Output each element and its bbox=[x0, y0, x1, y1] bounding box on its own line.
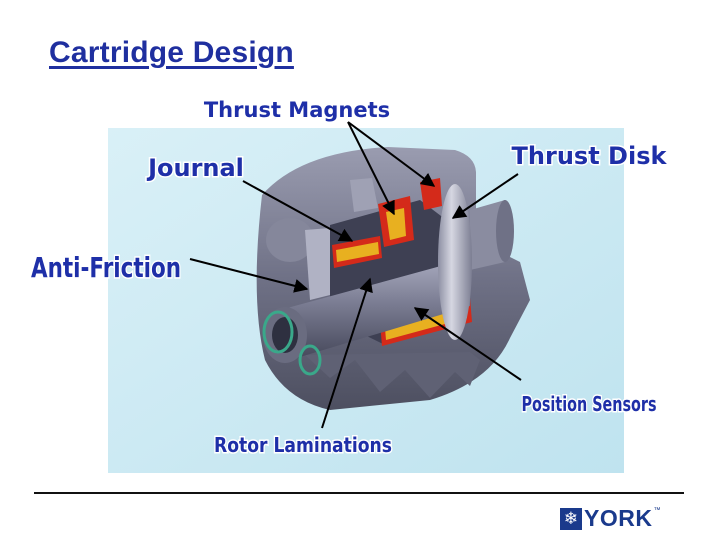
slide-title: Cartridge Design bbox=[49, 36, 294, 69]
label-thrust-magnets: Thrust Magnets bbox=[204, 98, 390, 122]
trademark-symbol: ™ bbox=[653, 507, 661, 514]
footer-divider bbox=[34, 492, 684, 494]
york-logo: ❄ YORK ™ bbox=[560, 505, 660, 532]
logo-text: YORK bbox=[584, 505, 653, 531]
shaft bbox=[263, 200, 514, 363]
thrust-disk bbox=[438, 184, 472, 340]
label-rotor-laminations: Rotor Laminations bbox=[214, 433, 392, 457]
label-arrows bbox=[189, 121, 522, 429]
label-journal: Journal bbox=[146, 154, 244, 182]
label-anti-friction: Anti-Friction bbox=[31, 251, 181, 284]
anti-friction-bearing bbox=[262, 310, 322, 376]
label-thrust-disk: Thrust Disk bbox=[512, 142, 668, 170]
snowflake-icon: ❄ bbox=[560, 507, 582, 530]
label-position-sensors: Position Sensors bbox=[522, 392, 657, 416]
